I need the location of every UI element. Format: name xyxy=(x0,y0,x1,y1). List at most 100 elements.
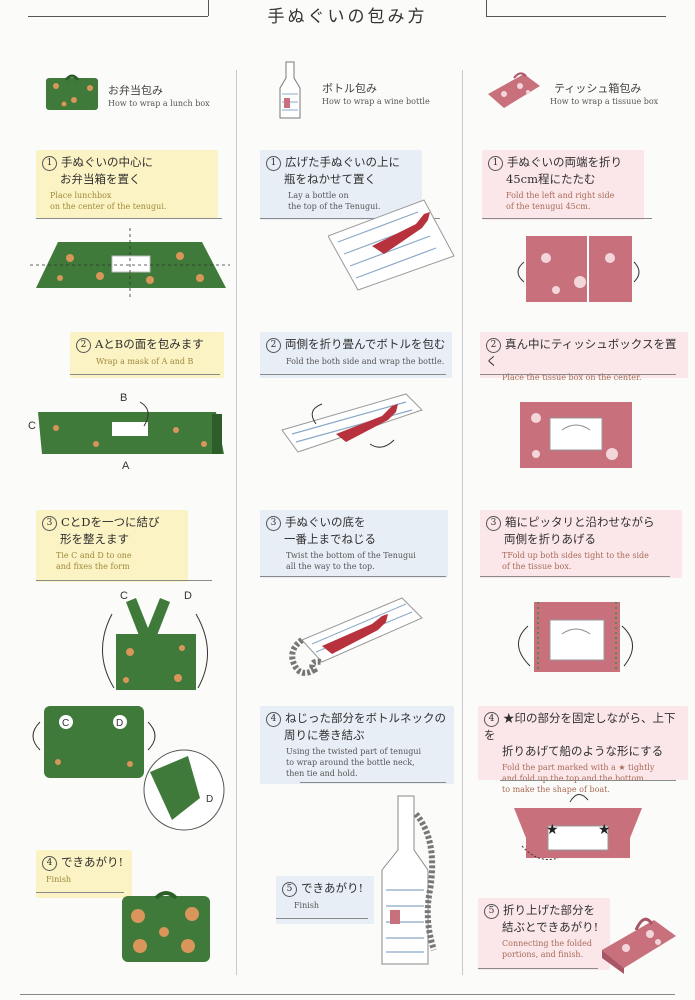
step-text-en: Fold the left and right side xyxy=(506,191,615,200)
column-divider-1 xyxy=(236,70,237,975)
step-text-jp: 真ん中にティッシュボックスを置く xyxy=(486,337,677,368)
step-1-illustration xyxy=(30,228,230,298)
step-text-jp: できあがり! xyxy=(301,881,364,895)
step-1-underline xyxy=(36,218,222,219)
title-tick-right xyxy=(486,0,487,16)
step-1-illustration xyxy=(328,199,455,291)
step-2-illustration xyxy=(520,402,632,468)
step-number: 1 xyxy=(488,156,503,171)
step-text-en: Finish xyxy=(294,901,320,910)
step-text-jp: 広げた手ぬぐいの上に xyxy=(285,155,400,169)
step-text-jp-2: お弁当箱を置く xyxy=(60,172,141,186)
svg-text:C: C xyxy=(62,718,69,729)
step-text-jp: できあがり! xyxy=(61,855,124,869)
step-number: 4 xyxy=(484,712,499,727)
step-text-jp: 折り上げた部分を xyxy=(503,903,595,917)
step-text-en-2: and fixes the form xyxy=(56,562,130,571)
step-text-jp-2: 形を整えます xyxy=(60,532,129,546)
step-text-jp: AとBの面を包みます xyxy=(95,337,204,351)
step-2-underline xyxy=(260,374,446,375)
step-text-jp: 手ぬぐいの中心に xyxy=(61,155,153,169)
finished-lunch-box-illustration xyxy=(122,891,210,962)
step-text-en-2: of the tenugui 45cm. xyxy=(506,202,591,211)
step-text-jp: 手ぬぐいの両端を折り xyxy=(507,155,622,169)
step-text-jp: 両側を折り畳んでボトルを包む xyxy=(285,337,446,351)
step-number: 1 xyxy=(266,156,281,171)
step-text-jp: ★印の部分を固定しながら、上下を xyxy=(484,711,676,742)
step-text-en: Fold the part marked with a ★ tightly xyxy=(502,763,655,772)
step-text-en-2: portions, and finish. xyxy=(502,950,584,959)
step-1-illustration xyxy=(517,236,640,302)
step-3-illustration xyxy=(518,602,633,672)
page-title: 手ぬぐいの包み方 xyxy=(267,7,428,27)
step-text-en: Using the twisted part of tenugui xyxy=(286,747,422,756)
step-4-underline xyxy=(500,780,676,781)
step-text-en: Twist the bottom of the Tenugui xyxy=(286,551,416,560)
column-title-jp: ボトル包み xyxy=(322,82,377,95)
step-text-jp-2: 結ぶとできあがり! xyxy=(502,920,599,934)
step-3b-illustration: C D D xyxy=(32,706,225,831)
step-text-en: Finish xyxy=(46,875,72,884)
step-4-underline xyxy=(300,782,446,783)
title-rule-right xyxy=(486,16,666,17)
column-title-jp: ティッシュ箱包み xyxy=(554,82,642,95)
step-text-en: TFold up both sides tight to the side xyxy=(502,551,649,560)
title-tick-left xyxy=(208,0,209,16)
finished-bottle-illustration xyxy=(381,795,437,965)
svg-text:D: D xyxy=(116,718,123,729)
step-1-underline xyxy=(260,218,440,219)
column-title-en: How to wrap a tissuue box xyxy=(550,97,659,106)
step-4: 4★印の部分を固定しながら、上下を 折りあげて船のような形にする Fold th… xyxy=(478,706,688,794)
step-text-en-3: to make the shape of boat. xyxy=(502,785,610,794)
step-text-en: Fold the both side and wrap the bottle. xyxy=(286,357,445,366)
step-text-jp-2: 瓶をねかせて置く xyxy=(284,172,376,186)
step-5-underline xyxy=(276,918,368,919)
step-2: 2 AとBの面を包みます Wrap a mask of A and B xyxy=(70,332,224,378)
step-text-en: Tie C and D to one xyxy=(56,551,132,560)
step-text-en: Place lunchbox xyxy=(50,191,112,200)
column-title-en: How to wrap a wine bottle xyxy=(322,97,430,106)
step-text-jp-2: 一番上までねじる xyxy=(284,532,376,546)
step-number: 2 xyxy=(486,338,501,353)
svg-text:D: D xyxy=(206,794,213,805)
label-d-2: D xyxy=(184,590,192,602)
svg-text:★: ★ xyxy=(598,822,611,838)
step-text-jp-2: 両側を折りあげる xyxy=(504,532,596,546)
step-number: 3 xyxy=(266,516,281,531)
step-text-jp-2: 折りあげて船のような形にする xyxy=(502,744,664,758)
step-number: 3 xyxy=(486,516,501,531)
step-2-illustration xyxy=(38,401,224,454)
column-divider-2 xyxy=(462,70,463,975)
step-text-en: Wrap a mask of A and B xyxy=(96,357,194,366)
step-4-underline xyxy=(36,892,124,893)
step-text-en-3: then tie and hold. xyxy=(286,769,358,778)
step-3-underline xyxy=(260,576,446,577)
step-3-illustration xyxy=(289,597,423,676)
step-2-underline xyxy=(480,374,676,375)
title-rule-left xyxy=(28,16,208,17)
step-5-underline xyxy=(478,968,598,969)
step-text-jp: ねじった部分をボトルネックの xyxy=(285,711,446,725)
step-number: 2 xyxy=(76,338,91,353)
column-title-en: How to wrap a lunch box xyxy=(108,99,210,108)
svg-text:★: ★ xyxy=(546,822,559,838)
step-text-en-2: all the way to the top. xyxy=(286,562,375,571)
bottle-icon xyxy=(279,61,301,119)
step-3-underline xyxy=(480,576,670,577)
label-c-2: C xyxy=(120,590,128,602)
step-number: 5 xyxy=(484,904,499,919)
step-2-illustration xyxy=(281,393,423,453)
step-number: 3 xyxy=(42,516,57,531)
step-number: 4 xyxy=(266,712,281,727)
step-text-en: Place the tissue box on the center. xyxy=(502,373,642,382)
